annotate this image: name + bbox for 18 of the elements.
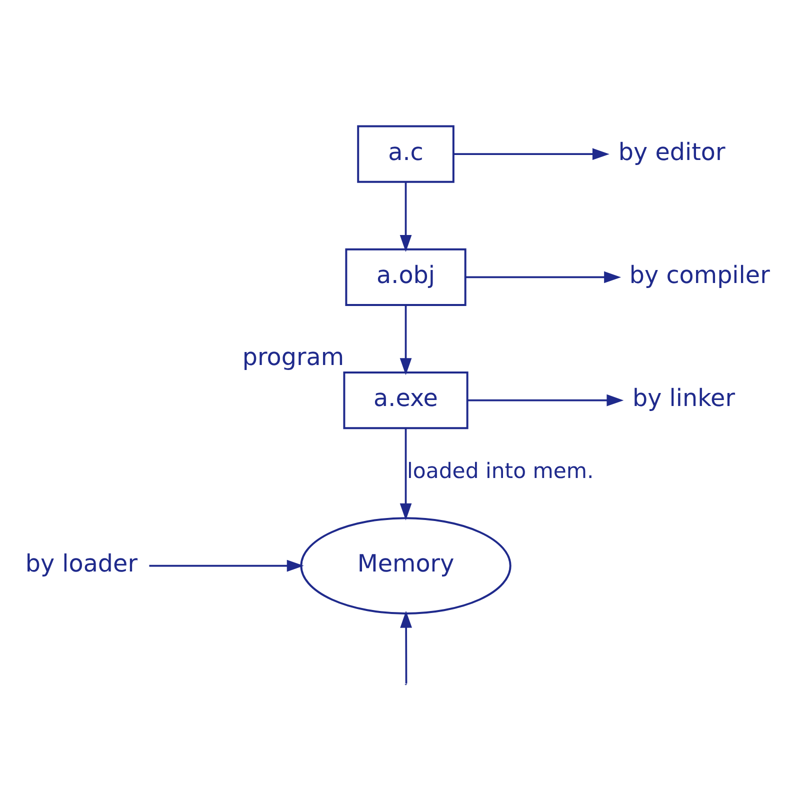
node-ellipse: Memory xyxy=(300,516,512,614)
arrow xyxy=(400,428,412,520)
edge-label: loaded into mem. xyxy=(407,458,594,483)
arrow xyxy=(465,270,622,283)
node-text: by editor xyxy=(618,137,726,166)
node-text: by compiler xyxy=(629,260,770,289)
arrow xyxy=(149,559,304,572)
node-text: by loader xyxy=(25,549,138,578)
node-box: a.obj xyxy=(345,248,466,306)
arrow xyxy=(400,610,412,684)
arrow xyxy=(454,148,610,160)
node-text: by linker xyxy=(632,384,736,412)
node-label: program xyxy=(242,342,344,371)
arrow xyxy=(400,182,412,252)
arrow xyxy=(400,304,412,375)
node-box: a.exe xyxy=(343,371,468,429)
arrow xyxy=(468,394,624,406)
node-box: a.c xyxy=(357,124,454,182)
